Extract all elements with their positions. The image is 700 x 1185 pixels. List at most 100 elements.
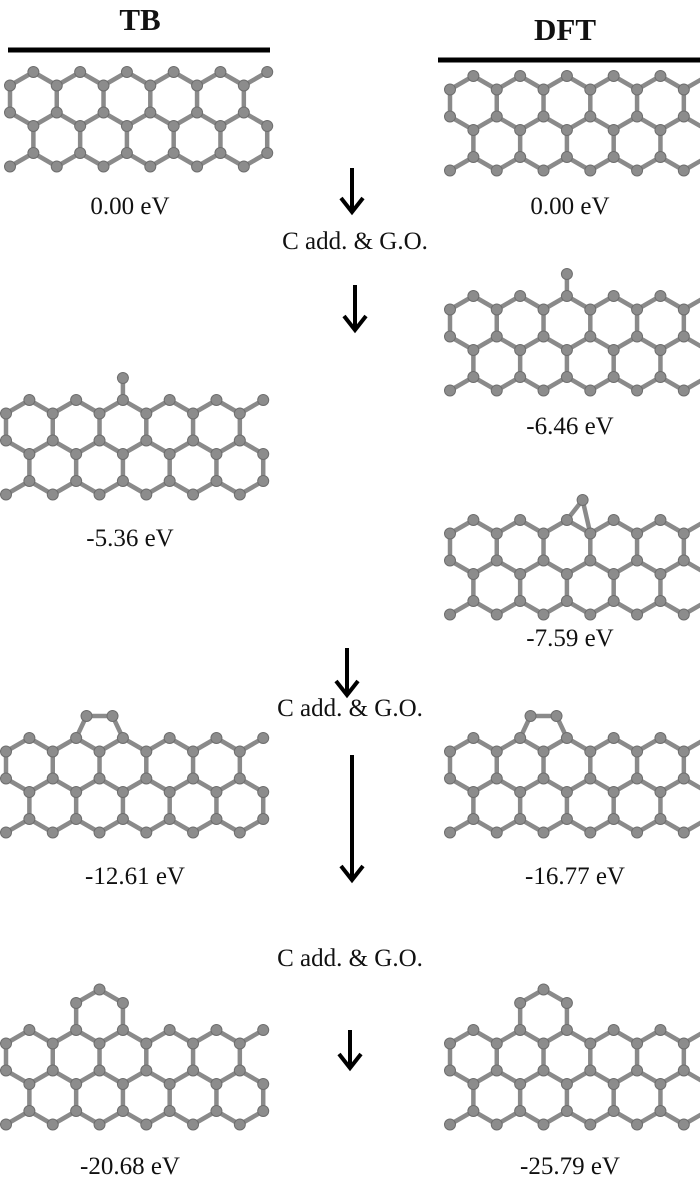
carbon-atom — [163, 1078, 176, 1090]
carbon-atom — [163, 1105, 176, 1117]
carbon-atom — [607, 371, 620, 383]
carbon-atom — [444, 110, 456, 123]
carbon-atom — [631, 772, 644, 785]
carbon-atom — [677, 164, 690, 177]
carbon-atom — [444, 83, 456, 96]
carbon-atom — [27, 120, 40, 132]
carbon-atom — [257, 394, 270, 406]
carbon-atom — [607, 595, 620, 607]
carbon-atom — [93, 1064, 106, 1077]
carbon-atom — [607, 290, 620, 302]
carbon-atom — [187, 772, 200, 785]
carbon-atom — [140, 1037, 153, 1050]
carbon-atom — [93, 826, 106, 839]
carbon-atom — [560, 344, 573, 356]
carbon-atom — [444, 164, 456, 177]
down-arrow-icon — [339, 755, 365, 884]
carbon-atom — [490, 164, 503, 177]
carbon-atom — [93, 434, 106, 447]
carbon-atom — [46, 488, 59, 501]
carbon-atom — [584, 1037, 597, 1050]
carbon-atom — [23, 1105, 36, 1117]
carbon-atom — [654, 1024, 667, 1036]
carbon-atom — [46, 1064, 59, 1077]
carbon-atom — [444, 1064, 456, 1077]
carbon-atom — [537, 554, 550, 567]
carbon-atom — [70, 448, 83, 460]
carbon-atom — [631, 1118, 644, 1131]
carbon-atom — [514, 344, 527, 356]
carbon-atom — [46, 407, 59, 420]
carbon-atom — [187, 407, 200, 420]
carbon-atom — [537, 303, 550, 316]
carbon-atom — [233, 407, 246, 420]
carbon-atom — [237, 160, 250, 173]
carbon-atom — [214, 120, 227, 132]
carbon-atom — [607, 514, 620, 526]
carbon-atom — [467, 514, 480, 526]
carbon-atom — [514, 595, 527, 607]
carbon-atom — [140, 745, 153, 758]
carbon-atom — [467, 344, 480, 356]
carbon-atom — [144, 160, 157, 173]
carbon-atom — [677, 527, 690, 540]
carbon-atom — [560, 371, 573, 383]
carbon-atom — [116, 997, 129, 1009]
carbon-atom — [677, 83, 690, 96]
carbon-atom — [0, 1064, 12, 1077]
carbon-atom — [46, 434, 59, 447]
carbon-atom — [210, 475, 223, 487]
carbon-atom — [490, 1064, 503, 1077]
carbon-atom — [607, 151, 620, 163]
carbon-atom — [70, 813, 83, 825]
carbon-atom — [560, 1078, 573, 1090]
carbon-atom — [257, 1105, 270, 1117]
carbon-atom — [490, 826, 503, 839]
carbon-atom — [607, 813, 620, 825]
carbon-atom — [46, 826, 59, 839]
carbon-atom — [167, 120, 180, 132]
carbon-atom — [257, 732, 270, 744]
carbon-atom — [514, 1078, 527, 1090]
carbon-atom — [27, 147, 40, 159]
carbon-atom — [140, 488, 153, 501]
energy-label: -25.79 eV — [520, 1153, 620, 1180]
carbon-atom — [537, 745, 550, 758]
carbon-atom — [677, 554, 690, 567]
carbon-atom — [654, 70, 667, 82]
carbon-atom — [163, 786, 176, 798]
carbon-atom — [607, 732, 620, 744]
carbon-atom — [584, 826, 597, 839]
carbon-atom — [120, 120, 133, 132]
carbon-atom — [233, 826, 246, 839]
energy-label: -6.46 eV — [526, 413, 614, 440]
carbon-atom — [23, 475, 36, 487]
carbon-atom — [167, 66, 180, 78]
carbon-atom — [116, 372, 129, 384]
carbon-atom — [93, 1118, 106, 1131]
carbon-atom — [187, 826, 200, 839]
carbon-atom — [560, 1024, 573, 1036]
carbon-atom — [0, 1118, 12, 1131]
carbon-atom — [4, 79, 16, 92]
carbon-atom — [490, 110, 503, 123]
carbon-atom — [27, 66, 40, 78]
carbon-atom — [116, 813, 129, 825]
carbon-atom — [514, 1024, 527, 1036]
carbon-atom — [116, 1105, 129, 1117]
carbon-atom — [257, 1024, 270, 1036]
carbon-atom — [537, 826, 550, 839]
carbon-atom — [537, 164, 550, 177]
carbon-atom — [654, 151, 667, 163]
carbon-atom — [50, 79, 63, 92]
carbon-atom — [74, 66, 87, 78]
carbon-atom — [93, 407, 106, 420]
structure-dft-none — [444, 70, 700, 177]
carbon-atom — [210, 394, 223, 406]
carbon-atom — [514, 997, 527, 1009]
carbon-atom — [210, 732, 223, 744]
carbon-atom — [210, 1078, 223, 1090]
carbon-atom — [257, 1078, 270, 1090]
carbon-atom — [23, 786, 36, 798]
